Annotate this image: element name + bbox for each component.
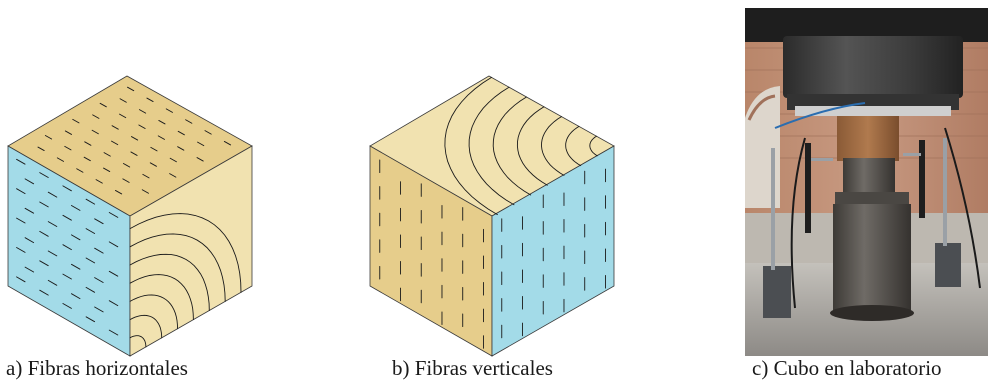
fiber-lines — [16, 86, 242, 348]
caption-laboratory-cube: c) Cubo en laboratorio — [752, 356, 942, 380]
cube-right-face — [129, 145, 253, 357]
caption-horizontal-fibers: a) Fibras horizontales — [6, 356, 188, 380]
caption-vertical-fibers: b) Fibras verticales — [392, 356, 553, 380]
cube-horizontal-fibers — [7, 75, 253, 357]
fiber-lines — [379, 76, 606, 349]
cube-vertical-fibers — [369, 75, 615, 357]
laboratory-cube-photo — [745, 8, 988, 356]
